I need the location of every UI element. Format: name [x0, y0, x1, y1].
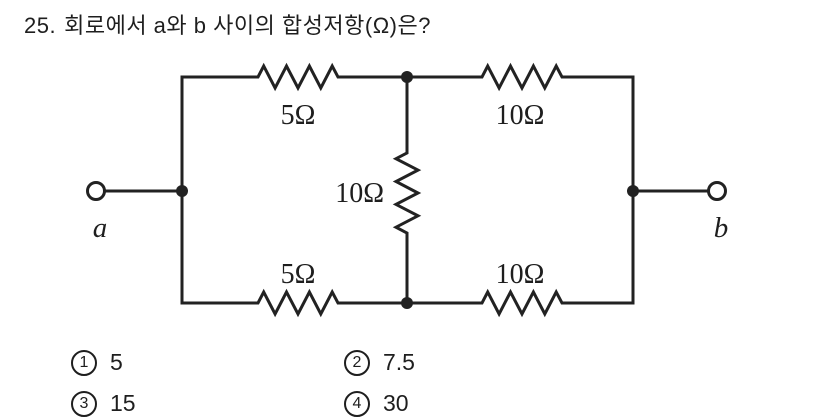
- terminal-b-label: b: [714, 212, 729, 244]
- option-3-value: 15: [110, 390, 136, 416]
- junction-dot-top: [401, 71, 413, 83]
- circuit-diagram: 5Ω 10Ω 10Ω 5Ω 10Ω a b: [86, 62, 729, 318]
- answer-option-4: 4 30: [344, 390, 409, 417]
- option-4-circled-number: 4: [344, 390, 370, 417]
- middle-branch-wire: [392, 75, 422, 305]
- question-title: 25. 회로에서 a와 b 사이의 합성저항(Ω)은?: [24, 8, 431, 40]
- resistor-label-top-left: 5Ω: [281, 100, 316, 131]
- option-1-value: 5: [110, 349, 123, 375]
- option-3-circled-number: 3: [71, 390, 97, 417]
- resistor-label-middle: 10Ω: [335, 178, 384, 209]
- question-text: 회로에서 a와 b 사이의 합성저항(Ω)은?: [64, 13, 431, 38]
- resistor-label-bottom-left: 5Ω: [281, 259, 316, 290]
- question-number: 25.: [24, 13, 57, 38]
- option-4-value: 30: [383, 390, 409, 416]
- resistor-label-bottom-right: 10Ω: [496, 259, 545, 290]
- option-2-circled-number: 2: [344, 349, 370, 376]
- terminal-a-label: a: [93, 212, 108, 244]
- terminal-b-circle: [707, 181, 727, 201]
- terminal-a-circle: [86, 181, 106, 201]
- answer-option-3: 3 15: [71, 390, 136, 417]
- junction-dot-left: [176, 185, 188, 197]
- junction-dot-right: [627, 185, 639, 197]
- resistor-label-top-right: 10Ω: [496, 100, 545, 131]
- answer-option-2: 2 7.5: [344, 349, 415, 376]
- option-2-value: 7.5: [383, 349, 415, 375]
- junction-dot-bottom: [401, 297, 413, 309]
- answer-option-1: 1 5: [71, 349, 123, 376]
- option-1-circled-number: 1: [71, 349, 97, 376]
